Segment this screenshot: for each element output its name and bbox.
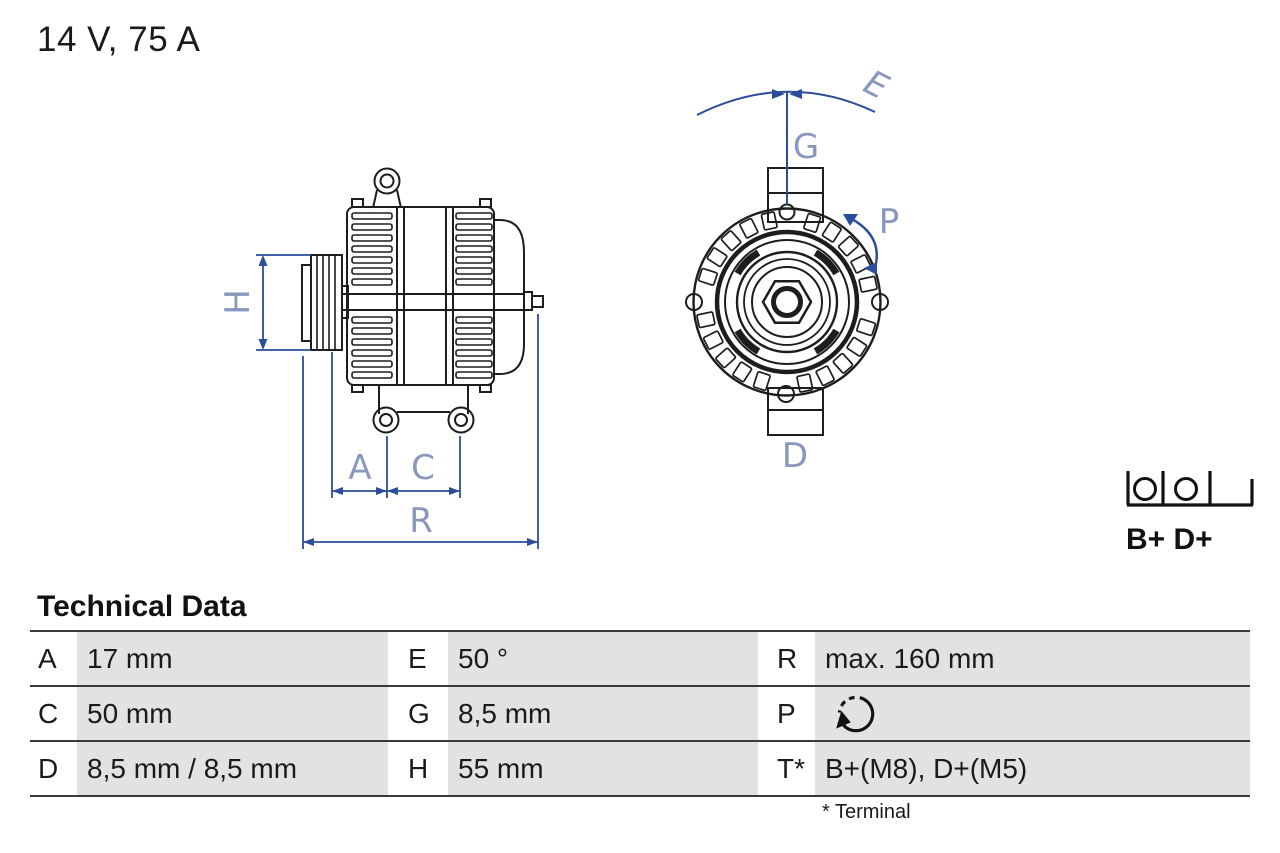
param-key: C <box>30 687 77 740</box>
side-pulley <box>301 254 349 351</box>
side-rear-housing <box>494 219 525 375</box>
param-value-rotation <box>815 687 1250 740</box>
param-value: max. 160 mm <box>815 632 1250 685</box>
terminal-pictogram-label: B+ D+ <box>1126 523 1213 556</box>
front-shaft-center <box>771 286 803 318</box>
front-hex-nut <box>761 279 813 325</box>
dim-arc-e <box>696 90 876 116</box>
param-key: G <box>388 687 448 740</box>
technical-data-table: A 17 mm E 50 ° R max. 160 mm C 50 mm G 8… <box>30 630 1250 797</box>
front-bottom-lug <box>767 387 824 436</box>
param-value: 8,5 mm / 8,5 mm <box>77 742 388 795</box>
terminal-footnote: * Terminal <box>822 801 911 823</box>
side-top-lug-ring <box>373 167 401 195</box>
page-title: 14 V, 75 A <box>37 20 201 59</box>
dim-label-e: E <box>857 63 895 109</box>
alternator-side-view <box>301 167 544 434</box>
table-row: C 50 mm G 8,5 mm P <box>30 687 1250 742</box>
front-view-dimension-arrows <box>772 89 877 275</box>
alternator-technical-drawing: H A C R <box>218 63 1254 556</box>
side-body <box>346 206 495 386</box>
side-bottom-bracket <box>372 385 475 434</box>
dim-label-p: P <box>879 202 900 242</box>
rotation-direction-icon <box>836 695 875 732</box>
param-value: 50 ° <box>448 632 758 685</box>
param-value: B+(M8), D+(M5) <box>815 742 1250 795</box>
param-key: R <box>758 632 815 685</box>
param-key: T* <box>758 742 815 795</box>
table-row: A 17 mm E 50 ° R max. 160 mm <box>30 632 1250 687</box>
param-key: E <box>388 632 448 685</box>
dim-label-g: G <box>793 127 819 167</box>
param-value: 17 mm <box>77 632 388 685</box>
side-view-dimension-arrows <box>258 255 538 546</box>
param-value: 8,5 mm <box>448 687 758 740</box>
front-vent-slots <box>696 211 878 393</box>
table-row: D 8,5 mm / 8,5 mm H 55 mm T* B+(M8), D+(… <box>30 742 1250 797</box>
param-key: D <box>30 742 77 795</box>
alternator-front-view <box>685 167 889 436</box>
dim-label-a: A <box>348 448 371 488</box>
param-value: 50 mm <box>77 687 388 740</box>
dim-label-h: H <box>218 289 258 315</box>
param-key: P <box>758 687 815 740</box>
section-heading: Technical Data <box>37 590 247 623</box>
side-view-dimension-labels: H A C R <box>218 289 435 541</box>
dim-label-r: R <box>409 501 433 541</box>
side-cooling-fins <box>351 212 493 379</box>
front-view-dimensions <box>696 90 878 272</box>
front-top-lug <box>767 167 824 223</box>
side-terminal-stud <box>531 295 544 308</box>
front-outer-rim <box>692 207 882 397</box>
dim-label-c: C <box>411 448 435 488</box>
param-key: A <box>30 632 77 685</box>
param-value: 55 mm <box>448 742 758 795</box>
dim-label-d: D <box>782 436 808 476</box>
param-key: H <box>388 742 448 795</box>
terminal-pictogram-icon <box>1126 471 1254 507</box>
